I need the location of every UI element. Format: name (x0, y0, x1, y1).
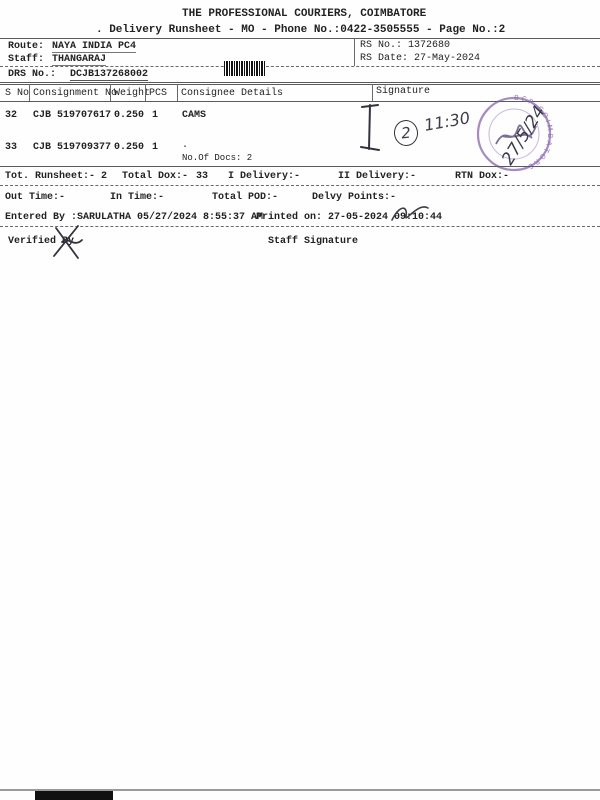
col-header-signature: Signature (376, 86, 431, 97)
barcode-icon (224, 61, 266, 76)
printed-on: Printed on: 27-05-2024 09:10:44 (256, 212, 443, 223)
cell-weight: 0.250 (114, 142, 145, 153)
route-value: NAYA INDIA PC4 (52, 41, 137, 53)
cell-pcs: 1 (152, 110, 159, 121)
cell-docs-note: No.Of Docs: 2 (182, 153, 253, 163)
entered-by: Entered By :SARULATHA 05/27/2024 8:55:37… (5, 212, 264, 223)
col-divider (145, 84, 146, 101)
cell-weight: 0.250 (114, 110, 145, 121)
handwritten-bracket (360, 104, 380, 151)
stamp-signature-scribble (495, 124, 537, 145)
staff-value: THANGARAJ (52, 54, 107, 66)
total-dox-value: 33 (196, 171, 209, 182)
document-subtitle: . Delivery Runsheet - MO - Phone No.:042… (96, 24, 506, 36)
cell-sno: 32 (5, 110, 18, 121)
document-title: THE PROFESSIONAL COURIERS, COIMBATORE (182, 8, 427, 20)
cell-consignment: CJB 519707617 (33, 110, 112, 121)
cell-consignment: CJB 519709377 (33, 142, 112, 153)
drs-value: DCJB137268002 (70, 69, 149, 81)
total-pod: Total POD:- (212, 192, 279, 203)
col-header-weight: Weight (114, 88, 151, 99)
verified-signature-scribble (53, 225, 83, 259)
col-header-sno: S No (5, 88, 30, 99)
courier-stamp: B C P · C O I M B A T O R E · (476, 94, 554, 172)
col-divider (372, 84, 373, 101)
col-divider (110, 84, 111, 101)
handwritten-scribble (391, 206, 429, 221)
col-divider (177, 84, 178, 101)
rs-number: RS No.: 1372680 (360, 40, 451, 51)
cell-sno: 33 (5, 142, 18, 153)
out-time: Out Time:- (5, 192, 66, 203)
divider-line (0, 66, 600, 67)
divider-line (0, 166, 600, 167)
cell-consignee: . (182, 140, 189, 151)
table-top-line (0, 82, 600, 83)
scan-artifact-line (0, 789, 600, 791)
divider-line (0, 226, 600, 227)
ii-delivery: II Delivery:- (338, 171, 417, 182)
i-delivery: I Delivery:- (228, 171, 301, 182)
table-top-line (0, 84, 600, 85)
col-header-consignee: Consignee Details (181, 88, 284, 99)
tot-runsheet: Tot. Runsheet:- 2 (5, 171, 108, 182)
handwritten-time-note: 11:30 (422, 108, 472, 135)
in-time: In Time:- (110, 192, 165, 203)
col-header-pcs: PCS (149, 88, 168, 99)
rtn-dox: RTN Dox:- (455, 171, 510, 182)
staff-label: Staff: (8, 54, 45, 65)
scan-artifact-bar (35, 791, 113, 800)
route-label: Route: (8, 41, 45, 52)
cell-pcs: 1 (152, 142, 159, 153)
staff-signature-label: Staff Signature (268, 236, 359, 247)
rs-date: RS Date: 27-May-2024 (360, 53, 481, 64)
table-header-line (0, 101, 600, 102)
divider-line (0, 38, 600, 39)
handwritten-circled-number: 2 (392, 118, 420, 148)
cell-consignee: CAMS (182, 110, 207, 121)
col-header-consignment: Consignment No (33, 88, 118, 99)
divider-line (354, 38, 355, 66)
delvy-points: Delvy Points:- (312, 192, 397, 203)
col-divider (29, 84, 30, 101)
verified-by-label: Verified By (8, 236, 75, 247)
drs-label: DRS No.: (8, 69, 57, 80)
total-dox-label: Total Dox:- (122, 171, 189, 182)
divider-line (0, 185, 600, 186)
